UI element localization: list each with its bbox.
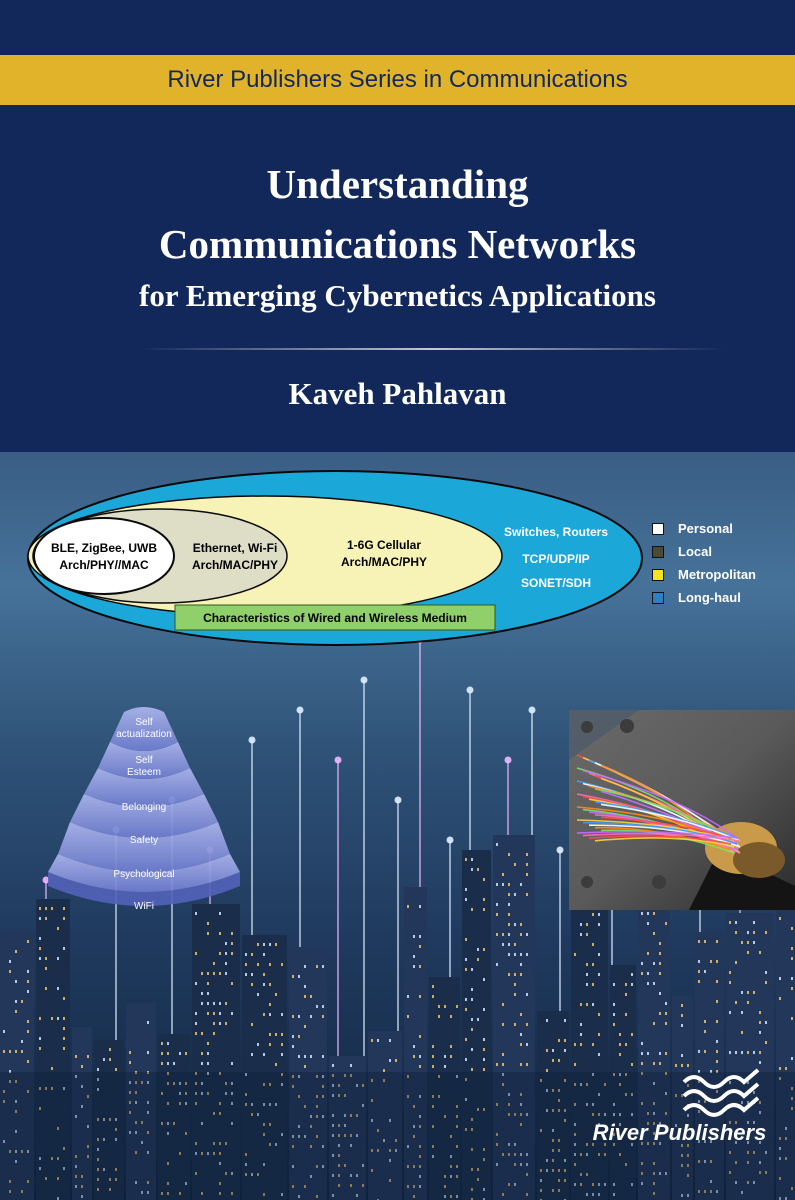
pyramid-tier-5 [58,822,230,872]
legend-swatch [652,545,664,558]
legend-swatch [652,568,664,581]
title-divider [140,348,725,350]
skyline-building [404,887,427,1200]
longhaul-label-1: Switches, Routers [504,525,608,539]
legend-swatch [652,522,664,535]
local-label-2: Arch/MAC/PHY [192,558,278,572]
skyline-building [638,884,670,1200]
series-banner: River Publishers Series in Communication… [0,55,795,105]
pyramid-label-esteem: Esteem [127,767,161,778]
network-legend: Personal Local Metropolitan Long-haul [652,517,782,609]
skyline-building [329,1056,366,1200]
light-beam-tip [296,706,304,714]
pyramid-tier-6-face [48,854,240,892]
pyramid-label-self-1: Self [135,717,152,728]
title-line-1: Understanding [266,161,529,207]
skyline-building [429,977,460,1200]
legend-label: Personal [678,521,733,536]
skyline-building [0,932,34,1200]
pyramid-tier-3 [84,768,204,807]
needs-pyramid: Self actualization Self Esteem Belonging… [48,707,240,912]
light-beam-tip [556,846,564,854]
pyramid-label-wifi: WiFi [134,901,154,912]
skyline-building [776,869,795,1200]
pyramid-label-safety: Safety [130,835,158,846]
metro-label-2: Arch/MAC/PHY [341,555,427,569]
city-skyline-illustration [0,636,795,1200]
pyramid-tier-6 [48,872,240,906]
longhaul-label-2: TCP/UDP/IP [522,552,589,566]
light-beam-tip [466,686,474,694]
personal-label-1: BLE, ZigBee, UWB [51,541,157,555]
network-scope-diagram: BLE, ZigBee, UWB Arch/PHY//MAC Ethernet,… [27,470,643,646]
light-beam-tip [334,756,342,764]
light-beam-tip [446,836,454,844]
metro-label-1: 1-6G Cellular [347,538,421,552]
skyline-building [242,935,287,1200]
light-beam-tip [248,736,256,744]
fiber-optic-cable-photo [569,710,795,910]
skyline-building [537,1011,569,1200]
medium-box [174,604,496,631]
light-beam-tip [528,706,536,714]
author-name: Kaveh Pahlavan [288,376,507,411]
legend-label: Long-haul [678,590,741,605]
skyline-building [289,947,327,1200]
skyline-building [158,1034,190,1200]
subtitle: for Emerging Cybernetics Applications [139,278,656,313]
skyline-building [571,865,608,1200]
legend-item-metropolitan: Metropolitan [652,563,782,586]
pyramid-tier-1 [110,707,178,751]
legend-item-local: Local [652,540,782,563]
pyramid-tier-2 [98,742,190,779]
legend-label: Metropolitan [678,567,756,582]
title-panel: River Publishers Series in Communication… [0,0,795,452]
skyline-building [695,932,724,1200]
pyramid-label-actualization: actualization [116,729,172,740]
personal-label-2: Arch/PHY//MAC [59,558,149,572]
series-name: River Publishers Series in Communication… [167,66,628,93]
title-line-2: Communications Networks [158,221,637,267]
legend-swatch [652,591,664,604]
pyramid-label-self-2: Self [135,755,152,766]
skyline-building [672,996,693,1200]
legend-item-longhaul: Long-haul [652,586,782,609]
publisher-name: River Publishers [592,1120,767,1145]
personal-ellipse [33,517,175,595]
local-label-1: Ethernet, Wi-Fi [193,541,278,555]
pyramid-label-psychological: Psychological [113,869,174,880]
pyramid-tier-4 [70,794,218,838]
light-beam-tip [42,876,50,884]
skyline-building [462,850,491,1200]
legend-label: Local [678,544,712,559]
river-waves-icon [682,1068,760,1117]
legend-item-personal: Personal [652,517,782,540]
light-beam-tip [504,756,512,764]
medium-label: Characteristics of Wired and Wireless Me… [203,611,467,625]
light-beam-tip [394,796,402,804]
light-beam-tip [360,676,368,684]
longhaul-label-3: SONET/SDH [521,576,591,590]
pyramid-label-belonging: Belonging [122,802,166,813]
